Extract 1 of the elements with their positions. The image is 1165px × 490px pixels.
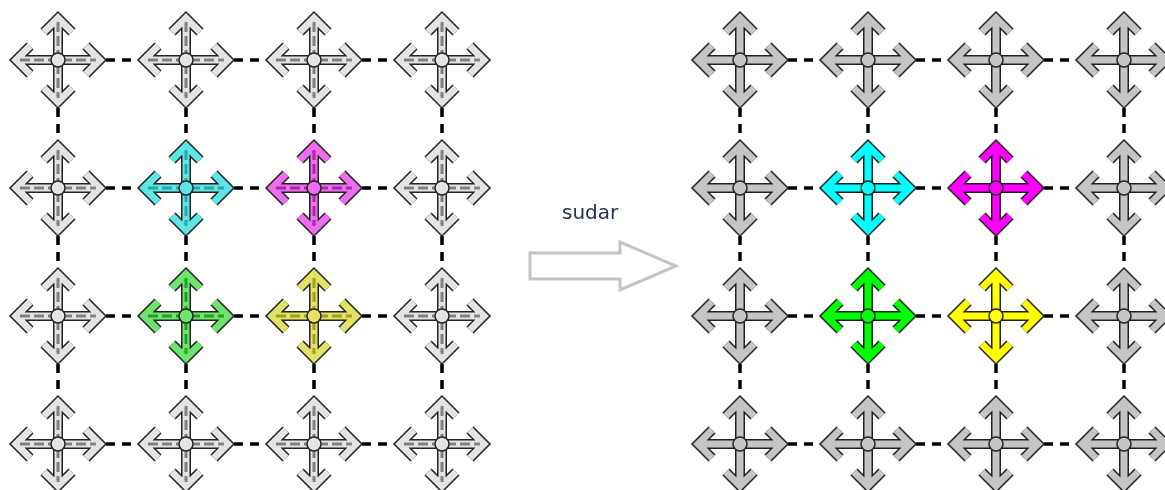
transition-label: sudar — [562, 200, 619, 224]
